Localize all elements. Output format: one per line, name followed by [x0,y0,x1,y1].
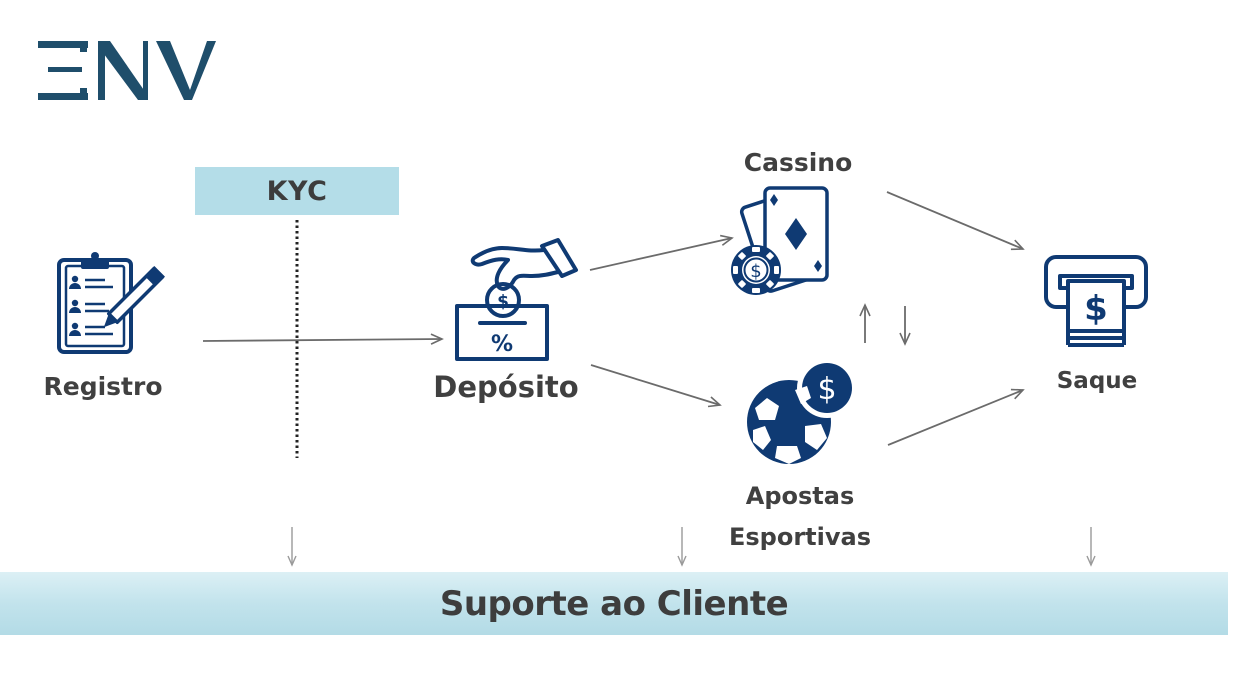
cassino-label: Cassino [743,148,853,177]
registro-label: Registro [43,372,163,401]
support-label: Suporte ao Cliente [439,583,789,624]
deposito-label: Depósito [433,370,579,404]
saque-label: Saque [1056,368,1138,394]
arrow-cassino-saque [886,191,1025,251]
svg-text:%: % [491,332,513,357]
arrow-deposito-cassino [589,234,734,271]
support-bar: Suporte ao Cliente [0,572,1228,635]
svg-text:$: $ [497,292,509,312]
svg-text:$: $ [817,372,836,407]
hand-coin-deposit-icon: $ % [450,218,582,363]
soccer-ball-dollar-icon: $ [745,358,860,466]
kyc-label: KYC [266,175,328,207]
playing-cards-chip-icon: $ [730,180,845,300]
apostas-label-line2: Esportivas [728,523,871,551]
arrow-deposito-apostas [590,364,722,408]
apostas-label-line1: Apostas [745,482,855,510]
atm-cash-withdrawal-icon: $ [1043,254,1149,352]
kyc-box: KYC [195,167,399,215]
clipboard-pencil-icon [55,248,177,356]
svg-text:$: $ [750,261,761,282]
svg-text:$: $ [1084,289,1108,329]
arrow-apostas-saque [887,388,1025,446]
env-logo [36,34,221,104]
arrow-registro-deposito [202,333,444,345]
